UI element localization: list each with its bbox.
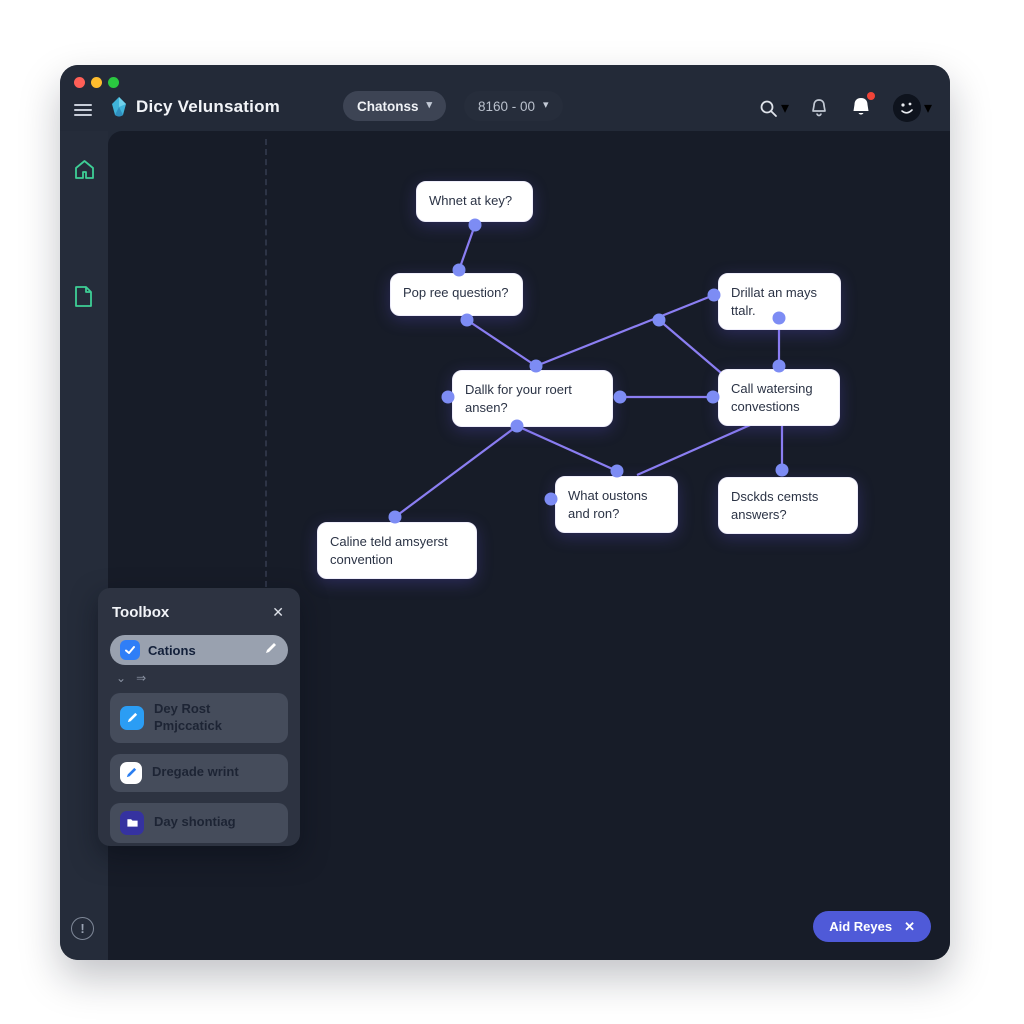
check-icon [120,640,140,660]
close-icon[interactable]: ✕ [904,918,915,934]
graph-node[interactable]: Drillat an mays ttalr. [718,273,841,331]
chip-label: Aid Reyes [829,919,893,934]
graph-edge [466,319,537,367]
toolbox-header: Toolbox ✕ [112,602,286,623]
graph-edge [457,224,477,271]
graph-node[interactable]: Whnet at key? [416,181,533,222]
sidebar-item-home[interactable] [73,158,96,187]
graph-node[interactable]: What oustons and ron? [555,476,678,534]
avatar [892,94,921,122]
graph-node[interactable]: Call watersing convestions [718,369,840,427]
chevron-down-icon: ▾ [780,100,789,117]
search-button[interactable]: ▾ [759,98,789,118]
add-reyes-chip[interactable]: Aid Reyes ✕ [813,911,931,942]
folder-icon [120,810,144,835]
arrow-right-icon[interactable]: ⇒ [136,671,147,685]
toolbox-selected-item[interactable]: Cations [110,635,288,665]
search-icon [760,100,777,117]
sidebar-item-document[interactable] [73,284,94,314]
edit-pencil-icon[interactable] [264,641,278,660]
bell-filled-icon [853,98,869,115]
menu-icon[interactable] [72,99,94,119]
notification-badge [866,92,875,100]
toolbox-item[interactable]: Dregade wrint [110,753,288,792]
toolbox-mini-icons: ⌄ ⇒ [116,671,284,685]
range-dropdown[interactable]: 8160 - 00 ▾ [464,91,563,121]
home-icon [75,160,94,179]
info-icon: ! [80,921,85,936]
traffic-light[interactable] [108,77,119,88]
traffic-light[interactable] [74,77,85,88]
topbar-actions: ▾ [759,91,932,125]
chevron-down-icon: ▾ [426,98,433,111]
document-icon [75,286,92,307]
pencil-icon [120,761,142,784]
graph-edge [394,425,518,518]
bell-outline-icon [812,99,826,117]
graph-node[interactable]: Pop ree question? [390,273,523,316]
guide-dashed-line [265,139,267,597]
traffic-light[interactable] [91,77,102,88]
chevron-down-icon[interactable]: ⌄ [116,671,127,685]
graph-edge [516,424,618,473]
nav-row: Dicy Velunsatiom Chatonss ▾ 8160 - 00 ▾ … [60,91,950,131]
project-dropdown-label: Chatonss [357,98,419,114]
chevron-down-icon: ▾ [923,100,932,117]
page-title: Dicy Velunsatiom [136,97,280,116]
account-menu[interactable]: ▾ [892,94,932,122]
graph-connector-dot[interactable] [775,463,789,477]
toolbox-item-label: Dregade wrint [152,764,239,780]
graph-connector-dot[interactable] [613,390,627,404]
range-dropdown-label: 8160 - 00 [478,98,536,114]
chevron-down-icon: ▾ [543,98,549,111]
graph-node[interactable]: Caline teld amsyerst convention [317,522,477,580]
graph-edge [636,420,758,477]
info-button[interactable]: ! [71,917,94,940]
toolbox-title: Toolbox [112,604,170,621]
close-icon[interactable]: ✕ [272,604,284,620]
app-logo-icon [110,96,128,118]
graph-node[interactable]: Dallk for your roert ansen? [452,370,613,428]
alerts-button[interactable] [809,97,829,119]
toolbox-item[interactable]: Day shontiag [110,802,288,843]
toolbox-item-label: Day shontiag [154,814,236,830]
graph-edge [658,319,728,379]
app-window: Dicy Velunsatiom Chatonss ▾ 8160 - 00 ▾ … [60,65,950,960]
traffic-lights[interactable] [74,77,119,88]
pencil-icon [120,705,144,730]
graph-edge [535,293,715,368]
graph-node[interactable]: Dsckds cemsts answers? [718,477,858,535]
notifications-button[interactable] [849,92,875,121]
top-bar: Dicy Velunsatiom Chatonss ▾ 8160 - 00 ▾ … [60,65,950,131]
graph-connector-dot[interactable] [652,313,666,327]
toolbox-selected-label: Cations [148,642,196,658]
project-dropdown[interactable]: Chatonss ▾ [343,91,447,121]
